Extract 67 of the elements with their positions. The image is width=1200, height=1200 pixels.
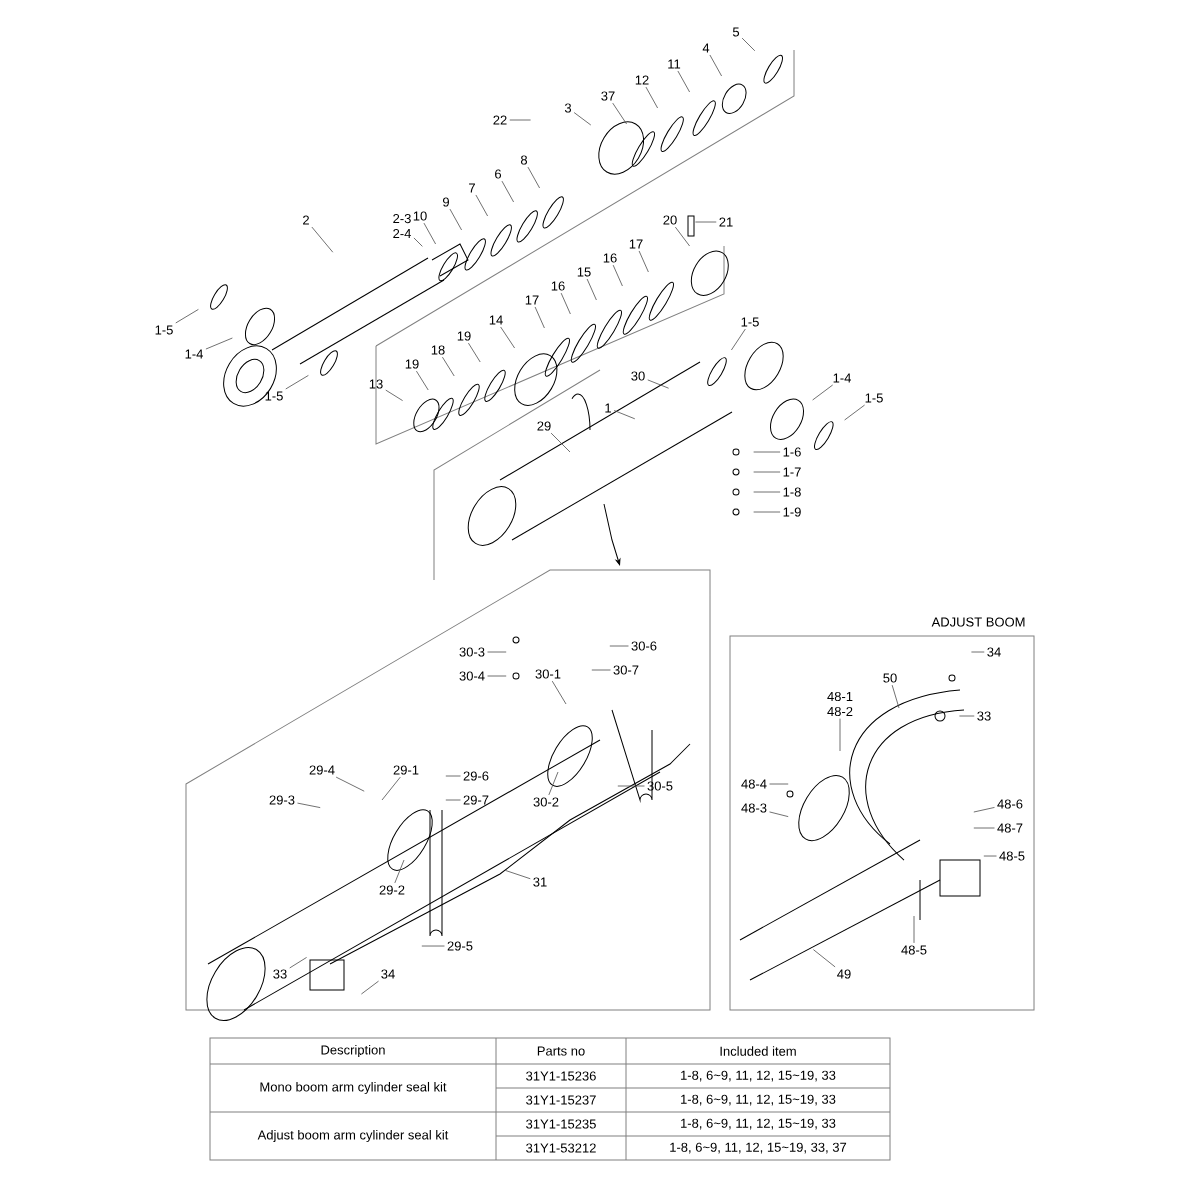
leader-line (617, 785, 645, 787)
leader-line (753, 511, 781, 513)
leader-line (913, 915, 915, 944)
leader-line (769, 811, 789, 817)
leader-line (709, 54, 722, 77)
leader-line (573, 112, 592, 126)
leader-line (645, 86, 658, 109)
leader-line (413, 237, 423, 247)
leader-line (527, 166, 540, 189)
leader-line (505, 870, 531, 880)
leader-line (812, 384, 834, 401)
leader-line (335, 776, 365, 792)
leader-line (468, 342, 481, 363)
leader-line (612, 264, 623, 287)
leader-line (416, 370, 429, 391)
leader-line (753, 451, 781, 453)
leader-line (560, 292, 571, 315)
leader-line (638, 250, 649, 273)
leader-line (381, 776, 401, 801)
leader-line (973, 807, 995, 813)
leader-line (445, 799, 461, 801)
leader-line (973, 827, 995, 829)
leader-line (394, 859, 405, 884)
leader-line (647, 379, 669, 389)
leader-line (551, 680, 567, 705)
leader-line (501, 180, 514, 203)
leader-line (361, 980, 379, 995)
leader-line (586, 278, 597, 301)
leader-line (844, 404, 865, 421)
leader-line (449, 208, 462, 231)
leader-line (731, 328, 746, 351)
leader-line (695, 221, 717, 223)
leader-line (500, 326, 515, 349)
leader-line (285, 375, 309, 390)
leader-line (205, 337, 233, 350)
leader-line (297, 802, 321, 808)
leader-line (509, 119, 531, 121)
leader-line (534, 306, 545, 329)
leader-line (753, 491, 781, 493)
leader-line (891, 684, 900, 709)
leader-line (421, 945, 445, 947)
leader-line (839, 718, 841, 752)
leader-line (609, 645, 629, 647)
leader-line (591, 669, 611, 671)
leader-line (550, 432, 571, 453)
leader-line (677, 70, 690, 93)
leader-line (423, 222, 436, 245)
leader-line (741, 37, 756, 52)
leader-line (475, 194, 488, 217)
leader-line (289, 957, 307, 969)
leader-line (445, 775, 461, 777)
leader-line (813, 949, 836, 968)
leader-line (613, 410, 636, 420)
leader-line (442, 356, 455, 377)
leader-line (959, 715, 975, 717)
leader-line (311, 226, 334, 253)
leader-line (971, 651, 985, 653)
leader-line (983, 855, 997, 857)
leader-line (548, 771, 559, 796)
leader-line (175, 309, 199, 324)
leader-line (753, 471, 781, 473)
leader-line (385, 389, 403, 401)
leader-line (487, 651, 507, 653)
leader-line (674, 226, 690, 247)
leader-line (769, 783, 789, 785)
leader-line (487, 675, 507, 677)
leader-line (612, 102, 627, 125)
